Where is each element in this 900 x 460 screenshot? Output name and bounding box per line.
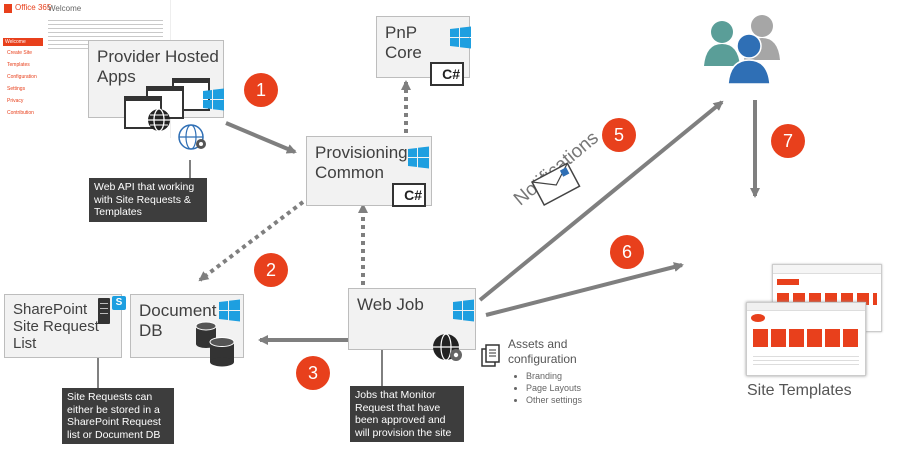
jobs-callout: Jobs that Monitor Request that have been… (350, 386, 464, 442)
provisioning-common-node: Provisioning Common (306, 136, 432, 206)
web-job-title: Web Job (357, 295, 424, 314)
assets-title: Assets and configuration (508, 337, 577, 366)
thumb-nav: Welcome Create Site Templates Configurat… (3, 38, 43, 117)
thumb-nav-item[interactable]: Welcome (3, 38, 43, 46)
arrow-provisioning-to-docdb (198, 200, 305, 282)
assets-item: Branding (526, 370, 582, 382)
site-templates-label: Site Templates (747, 382, 852, 399)
thumb-nav-item[interactable]: Configuration (7, 74, 37, 80)
office-logo-icon (4, 4, 12, 13)
csharp-file-icon: C# (392, 183, 426, 207)
thumb-nav-item[interactable]: Privacy (7, 98, 24, 104)
siterequests-callout: Site Requests can either be stored in a … (62, 388, 174, 444)
assets-item: Page Layouts (526, 382, 582, 394)
thumb-nav-item[interactable]: Contribution (7, 110, 34, 116)
office365-brand: Office 365 (15, 3, 52, 12)
step-badge-5: 5 (602, 118, 636, 152)
pnp-core-title: PnP Core (385, 23, 422, 62)
web-job-node: Web Job (348, 288, 476, 350)
csharp-file-icon: C# (430, 62, 464, 86)
thumb-nav-item[interactable]: Settings (7, 86, 26, 92)
step-badge-6: 6 (610, 235, 644, 269)
step-badge-1: 1 (244, 73, 278, 107)
document-db-node: Document DB (130, 294, 244, 358)
arrow-provider-to-provisioning (225, 121, 297, 154)
step-badge-7: 7 (771, 124, 805, 158)
arrow-webjob-to-users (478, 100, 724, 302)
provisioning-common-title: Provisioning Common (315, 143, 408, 182)
provider-hosted-apps-title: Provider Hosted Apps (97, 47, 219, 86)
template-front-screenshot (746, 302, 866, 376)
assets-list: Branding Page Layouts Other settings (510, 370, 582, 406)
step-badge-2: 2 (254, 253, 288, 287)
thumb-nav-item[interactable]: Templates (7, 62, 30, 68)
thumb-nav-item[interactable]: Create Site (7, 50, 33, 56)
document-db-title: Document DB (139, 301, 217, 340)
site-templates-preview (744, 262, 882, 380)
sharepoint-request-list-title: SharePoint Site Request List (13, 301, 99, 352)
thumb-heading: Welcome (48, 4, 82, 13)
server-icon (98, 298, 110, 324)
sharepoint-icon: S (112, 296, 126, 310)
webapi-callout: Web API that working with Site Requests … (89, 178, 207, 222)
arrow-webjob-to-templates (485, 262, 684, 317)
assets-item: Other settings (526, 394, 582, 406)
step-badge-3: 3 (296, 356, 330, 390)
